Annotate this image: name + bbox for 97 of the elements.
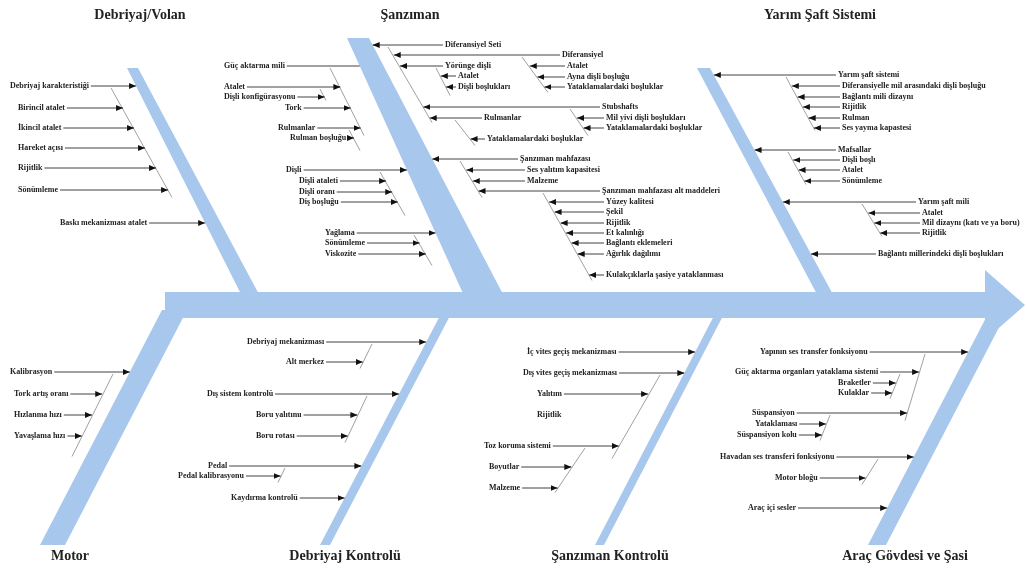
- cause-label: Yüzey kalitesi: [606, 197, 654, 207]
- cause-label: Boru rotası: [256, 431, 295, 441]
- cause-label: Pedal: [208, 461, 228, 471]
- cause-label: İç vites geçiş mekanizması: [527, 347, 617, 357]
- cause-label: Havadan ses transferi fonksiyonu: [720, 452, 835, 462]
- cause-label: Atalet: [567, 61, 588, 71]
- category-heading: Debriyaj/Volan: [94, 7, 186, 23]
- cause-label: Debriyaj karakteristiği: [10, 81, 89, 91]
- category-heading: Yarım Şaft Sistemi: [764, 7, 876, 23]
- cause-label: Braketler: [838, 378, 871, 388]
- cause-label: Birincil atalet: [18, 103, 65, 113]
- cause-label: Dış sistem kontrolü: [207, 389, 274, 399]
- cause-label: Toz koruma sistemi: [484, 441, 551, 451]
- cause-label: Diferansiyel Seti: [445, 40, 502, 50]
- cause-label: Yataklamalardaki boşluklar: [606, 123, 703, 133]
- cause-label: Bağlantı mili dizaynı: [842, 92, 914, 102]
- cause-label: Süspansiyon kolu: [737, 430, 797, 440]
- cause-label: Et kalınlığı: [606, 228, 644, 238]
- arrow: [347, 135, 355, 141]
- cause-label: Yörünge dişli: [445, 61, 491, 71]
- cause-label: Dişli boşlı: [842, 155, 876, 165]
- cause-label: Dişli: [286, 165, 302, 175]
- cause-label: Boru yalıtımı: [256, 410, 302, 420]
- cause-label: Mil yivi dişli boşlukları: [606, 113, 686, 123]
- cause-label: Diferansiyelle mil arasındaki dişli boşluğu: [842, 81, 986, 91]
- cause-label: Diferansiyel: [562, 50, 604, 60]
- cause-label: Rijitlik: [537, 410, 562, 420]
- cause-label: Ses yayma kapastesi: [842, 123, 912, 133]
- cause-label: Alt merkez: [286, 357, 324, 367]
- cause-label: Malzeme: [489, 483, 521, 493]
- cause-label: Boyutlar: [489, 462, 520, 472]
- cause-label: Rulmanlar: [484, 113, 522, 123]
- category-heading: Şanzıman: [380, 7, 440, 23]
- cause-label: Viskozite: [325, 249, 357, 259]
- cause-label: Bağlantı eklemeleri: [606, 238, 673, 248]
- cause-label: Yarım şaft mili: [918, 197, 970, 207]
- cause-label: Rulmanlar: [278, 123, 316, 133]
- category-heading: Motor: [50, 548, 90, 564]
- cause-label: Yataklamalardaki boşluklar: [487, 134, 584, 144]
- cause-label: Sönümleme: [18, 185, 58, 195]
- cause-label: Şekil: [606, 207, 623, 217]
- cause-label: Ses yalıtım kapasitesi: [527, 165, 600, 175]
- connector-line: [286, 65, 361, 67]
- cause-label: Rulman boşluğu: [290, 133, 347, 143]
- cause-label: Rijitlik: [922, 228, 947, 238]
- cause-label: Araç içi sesler: [748, 503, 796, 513]
- cause-label: Kaydırma kontrolü: [231, 493, 298, 503]
- cause-label: Yataklaması: [755, 419, 798, 429]
- cause-label: İkincil atalet: [18, 123, 62, 133]
- cause-label: Tork artış oranı: [14, 389, 69, 399]
- cause-label: Kalibrasyon: [10, 367, 53, 377]
- cause-label: Sönümleme: [842, 176, 882, 186]
- cause-label: Ağırlık dağılımı: [606, 249, 661, 259]
- cause-label: Dış vites geçiş mekanizması: [523, 368, 617, 378]
- cause-label: Tork: [285, 103, 302, 113]
- cause-label: Motor bloğu: [775, 473, 818, 483]
- category-heading: Araç Gövdesi ve Şasi: [842, 548, 968, 564]
- cause-label: Şanzıman mahfazası: [520, 154, 591, 164]
- cause-label: Rulman: [842, 113, 870, 123]
- cause-label: Hareket açısı: [18, 143, 63, 153]
- cause-label: Kulakçıklarla şasiye yataklanması: [606, 270, 724, 280]
- cause-label: Dişli oranı: [299, 187, 335, 197]
- cause-label: Yavaşlama hızı: [14, 431, 66, 441]
- cause-label: Atalet: [842, 165, 863, 175]
- cause-label: Diş boşluğu: [299, 197, 339, 207]
- category-heading: Şanzıman Kontrolü: [551, 548, 669, 564]
- cause-label: Süspansiyon: [752, 408, 795, 418]
- cause-label: Dişli boşlukları: [458, 82, 511, 92]
- cause-label: Baskı mekanizması atalet: [60, 218, 148, 228]
- cause-label: Atalet: [458, 71, 479, 81]
- cause-label: Rijitlik: [606, 218, 631, 228]
- cause-label: Ayna dişli boşluğu: [567, 72, 630, 82]
- cause-label: Atalet: [922, 208, 943, 218]
- cause-label: Dişli konfigürasyonu: [224, 92, 296, 102]
- cause-label: Kulaklar: [838, 388, 870, 398]
- cause-label: Rijitlik: [18, 163, 43, 173]
- cause-label: Şanzıman mahfazası alt maddeleri: [602, 186, 720, 196]
- cause-label: Yataklamalardaki boşluklar: [567, 82, 664, 92]
- cause-label: Yalıtım: [537, 389, 562, 399]
- cause-label: Atalet: [224, 82, 245, 92]
- cause-label: Mil dizaynı (katı ve ya boru): [922, 218, 1020, 228]
- cause-label: Yağlama: [325, 228, 355, 238]
- cause-label: Mafsallar: [838, 145, 872, 155]
- cause-label: Rijitlik: [842, 102, 867, 112]
- cause-label: Güç aktarma organları yataklama sistemi: [735, 367, 879, 377]
- cause-label: Sönümleme: [325, 238, 365, 248]
- cause-label: Yapının ses transfer fonksiyonu: [760, 347, 868, 357]
- cause-label: Malzeme: [527, 176, 559, 186]
- cause-label: Pedal kalibrasyonu: [178, 471, 244, 481]
- cause-label: Hızlanma hızı: [14, 410, 62, 420]
- cause-label: Yarım şaft sistemi: [838, 70, 900, 80]
- cause-label: Güç aktarma mili: [224, 61, 285, 71]
- cause-label: Debriyaj mekanizması: [247, 337, 325, 347]
- cause-label: Stubshafts: [602, 102, 638, 112]
- cause-label: Dişli ataleti: [299, 176, 338, 186]
- category-heading: Debriyaj Kontrolü: [289, 548, 401, 564]
- cause-label: Bağlantı millerindeki dişli boşlukları: [878, 249, 1004, 259]
